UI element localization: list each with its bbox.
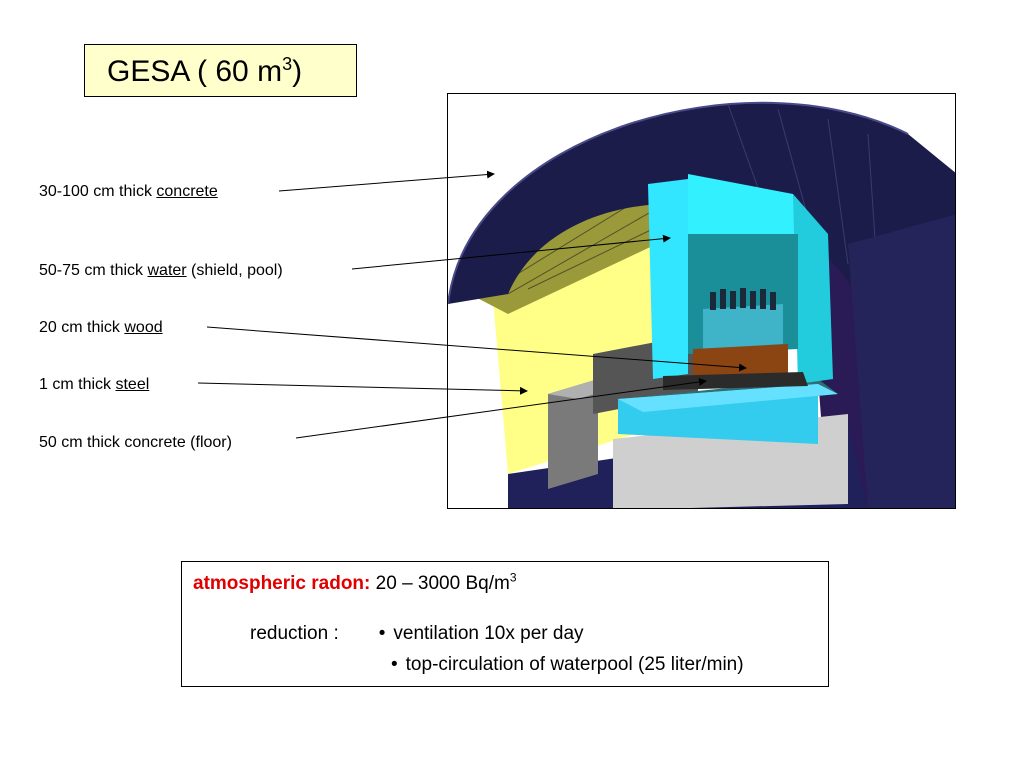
reduction-item-ventilation: ventilation 10x per day: [393, 623, 584, 644]
label-water-suffix: (shield, pool): [186, 262, 283, 279]
bullet-icon: •: [391, 654, 398, 675]
radon-info-box: atmospheric radon: 20 – 3000 Bq/m3 reduc…: [181, 561, 829, 687]
water-wall-top: [688, 174, 798, 234]
label-wood: 20 cm thick wood: [39, 319, 163, 337]
slide-title: GESA ( 60 m3): [84, 44, 357, 97]
label-concrete-material: concrete: [156, 183, 218, 200]
label-floor: 50 cm thick concrete (floor): [39, 434, 232, 452]
label-wood-prefix: 20 cm thick: [39, 319, 125, 336]
slide-title-close: ): [292, 55, 303, 88]
detector-box: [703, 304, 783, 349]
slide-title-superscript: 3: [282, 54, 293, 74]
slide-title-text: GESA ( 60 m: [107, 55, 283, 88]
reduction-item-circulation: top-circulation of waterpool (25 liter/m…: [405, 654, 744, 675]
radon-reduction-line: reduction : • ventilation 10x per day: [250, 623, 584, 645]
label-concrete: 30-100 cm thick concrete: [39, 183, 218, 201]
label-water-prefix: 50-75 cm thick: [39, 262, 148, 279]
bullet-icon: •: [378, 623, 386, 644]
radon-value: 20 – 3000 Bq/m: [370, 573, 510, 594]
shield-cutaway-figure: [447, 93, 956, 509]
shield-cutaway-drawing: [448, 101, 955, 508]
label-steel-material: steel: [115, 376, 150, 393]
label-water: 50-75 cm thick water (shield, pool): [39, 262, 283, 280]
water-wall-left: [648, 179, 688, 379]
right-side-block: [848, 214, 955, 508]
detector-crystals: [710, 288, 776, 310]
label-water-material: water: [147, 262, 187, 279]
radon-value-superscript: 3: [509, 570, 517, 585]
radon-key: atmospheric radon:: [193, 573, 371, 594]
water-wall-right: [793, 194, 833, 384]
label-concrete-prefix: 30-100 cm thick: [39, 183, 157, 200]
label-steel-prefix: 1 cm thick: [39, 376, 116, 393]
label-steel: 1 cm thick steel: [39, 376, 149, 394]
radon-reduction-line-2: • top-circulation of waterpool (25 liter/…: [391, 654, 744, 676]
reduction-label: reduction :: [250, 623, 339, 644]
label-wood-material: wood: [124, 319, 163, 336]
radon-headline: atmospheric radon: 20 – 3000 Bq/m3: [193, 570, 517, 595]
concrete-arch: [448, 102, 955, 334]
label-floor-text: 50 cm thick concrete (floor): [39, 434, 232, 451]
